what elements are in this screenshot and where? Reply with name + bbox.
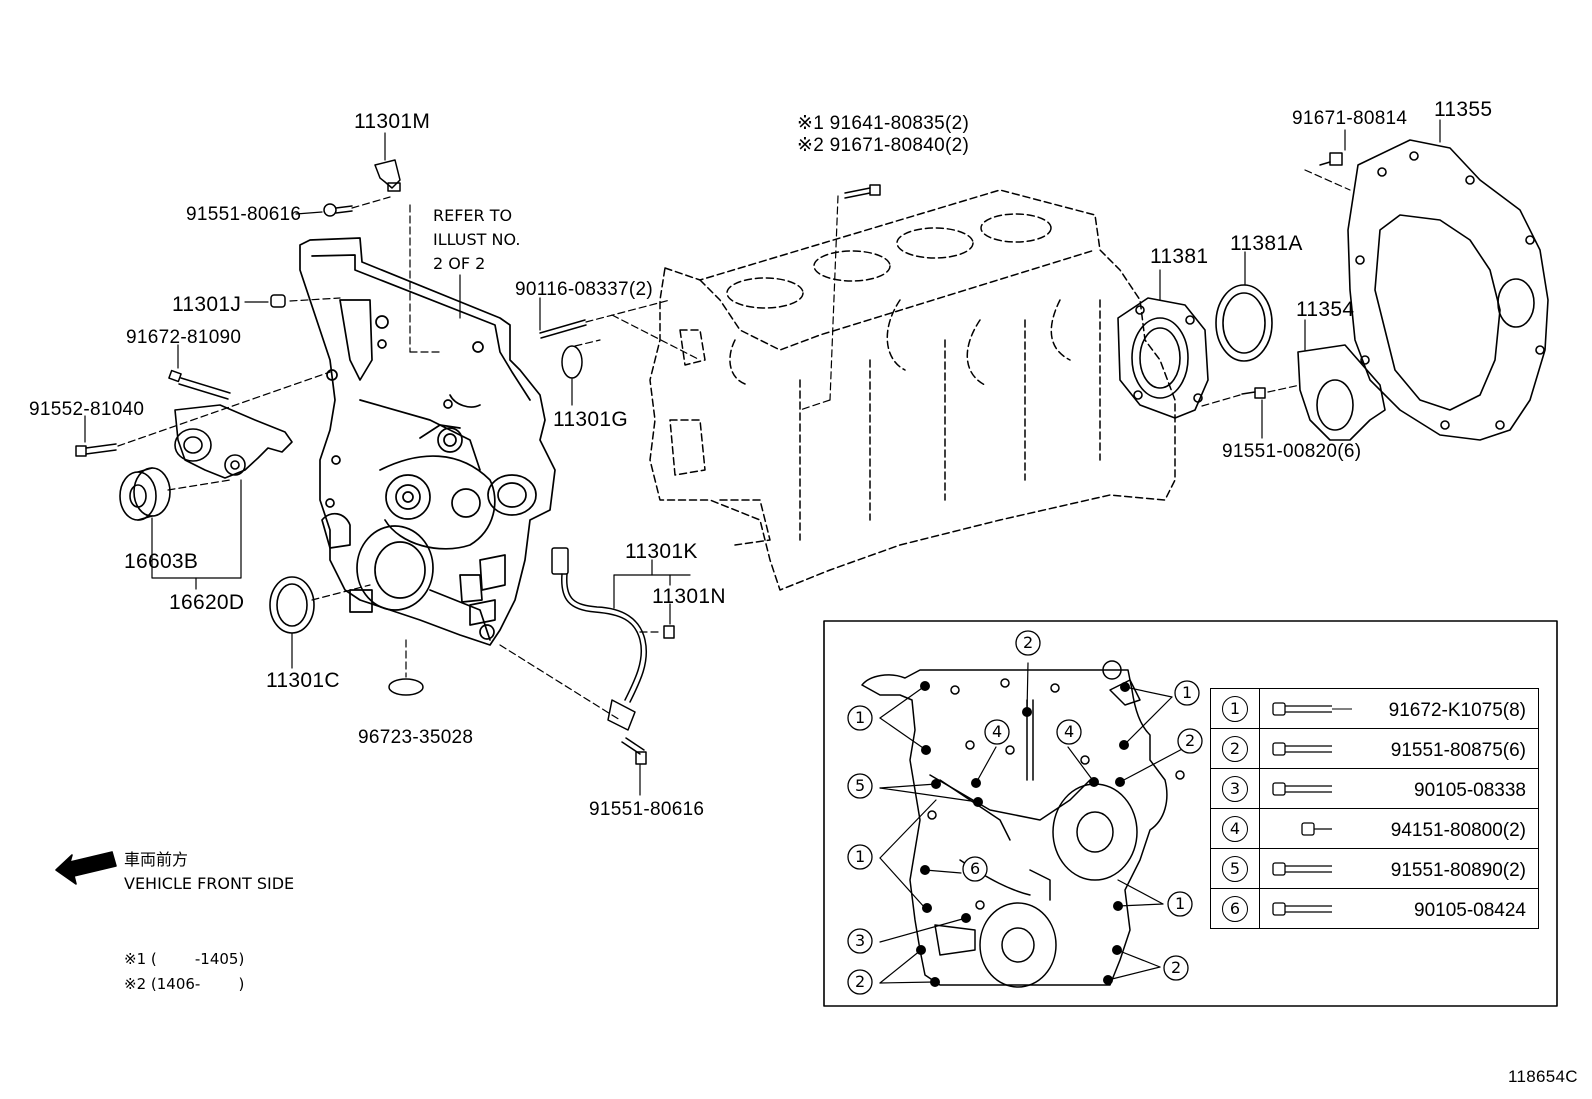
refer-note-line2: ILLUST NO. — [433, 230, 521, 249]
leader-lines — [84, 119, 1441, 796]
part-label-91551-00820[interactable]: 91551-00820(6) — [1222, 441, 1362, 462]
bolt-icon — [1272, 902, 1332, 916]
part-label-90116-08337[interactable]: 90116-08337(2) — [515, 279, 654, 300]
end-plate — [1347, 139, 1549, 441]
legend-part-number[interactable]: 90105-08338 — [1414, 780, 1526, 801]
legend-num: 6 — [1222, 895, 1248, 922]
callout-4-right: 4 — [1064, 722, 1075, 741]
part-label-11301K[interactable]: 11301K — [625, 540, 698, 563]
part-label-91551-80616-bottom[interactable]: 91551-80616 — [589, 799, 705, 820]
callout-1-topright: 1 — [1182, 683, 1193, 702]
part-label-91641-80835[interactable]: ※1 91641-80835(2) — [797, 113, 970, 134]
footnote-2: ※2 (1406- ) — [124, 975, 245, 993]
part-label-11354[interactable]: 11354 — [1296, 298, 1355, 321]
legend-num: 2 — [1222, 735, 1248, 762]
part-label-91671-80840[interactable]: ※2 91671-80840(2) — [797, 135, 970, 156]
callout-1-topleft: 1 — [855, 708, 866, 727]
callout-4-left: 4 — [992, 722, 1003, 741]
idler-pulley — [119, 467, 171, 521]
legend-row: 4 94151-80800(2) — [1210, 808, 1539, 849]
legend-part-number[interactable]: 91551-80890(2) — [1390, 860, 1526, 881]
callout-2-right: 2 — [1185, 731, 1196, 750]
idler-bracket — [174, 404, 293, 479]
detail-callout-lines — [879, 662, 1187, 984]
detail-bolt-dots — [916, 681, 1130, 987]
detail-callout-circles — [847, 630, 1203, 995]
legend-num: 5 — [1222, 855, 1248, 882]
sensor-harness — [551, 547, 648, 731]
front-oil-seal — [269, 576, 315, 634]
engine-block-phantom — [649, 189, 1176, 591]
legend-row: 3 90105-08338 — [1210, 768, 1539, 809]
part-label-11301J[interactable]: 11301J — [172, 293, 242, 316]
callout-1-midright: 1 — [1175, 894, 1186, 913]
legend-part-number[interactable]: 94151-80800(2) — [1390, 820, 1526, 841]
part-label-11355[interactable]: 11355 — [1434, 98, 1493, 121]
oil-strainer-plate — [1297, 344, 1386, 441]
legend-row: 6 90105-08424 — [1210, 888, 1539, 929]
assembly-lines — [117, 169, 1351, 721]
o-ring-bottom — [388, 678, 424, 696]
bolt-icon — [1272, 702, 1352, 716]
legend-num: 1 — [1222, 695, 1248, 722]
refer-note-line1: REFER TO — [433, 206, 513, 225]
part-label-91671-80814[interactable]: 91671-80814 — [1292, 108, 1408, 129]
part-label-16620D[interactable]: 16620D — [169, 591, 245, 614]
footnote-1: ※1 ( -1405) — [124, 950, 245, 968]
legend-num: 3 — [1222, 775, 1248, 802]
refer-note-line3: 2 OF 2 — [433, 254, 486, 273]
illustration-id: 118654C — [1508, 1067, 1578, 1086]
bolt-icon — [1272, 862, 1332, 876]
o-ring-11301G — [561, 345, 583, 379]
bolt-icon — [1272, 742, 1332, 756]
callout-2-bottomright: 2 — [1171, 958, 1182, 977]
part-label-11301C[interactable]: 11301C — [266, 669, 340, 692]
legend-part-number[interactable]: 91551-80875(6) — [1390, 740, 1526, 761]
callout-5: 5 — [855, 776, 866, 795]
legend-row: 5 91551-80890(2) — [1210, 848, 1539, 889]
part-label-96723-35028[interactable]: 96723-35028 — [358, 727, 474, 748]
small-hardware — [75, 152, 1343, 765]
part-label-11301N[interactable]: 11301N — [652, 585, 726, 608]
callout-1-midleft: 1 — [855, 847, 866, 866]
bolt-icon — [1272, 782, 1332, 796]
detail-box — [823, 620, 1558, 1007]
legend-row: 1 91672-K1075(8) — [1210, 688, 1539, 729]
front-arrow — [55, 851, 117, 885]
callout-2-bottomleft: 2 — [855, 972, 866, 991]
callout-6: 6 — [970, 859, 981, 878]
timing-cover — [299, 237, 556, 646]
part-label-91672-81090[interactable]: 91672-81090 — [126, 327, 242, 348]
vehicle-front-jp: 車両前方 — [124, 850, 189, 869]
nut-icon — [1301, 822, 1332, 836]
part-label-11301M[interactable]: 11301M — [354, 110, 431, 133]
part-label-11381A[interactable]: 11381A — [1230, 232, 1303, 255]
legend-num: 4 — [1222, 815, 1248, 842]
legend-part-number[interactable]: 90105-08424 — [1414, 900, 1526, 921]
bolt-legend-table: 1 91672-K1075(8) 2 91551-80875(6) 3 9010… — [1210, 688, 1539, 929]
legend-row: 2 91551-80875(6) — [1210, 728, 1539, 769]
part-label-16603B[interactable]: 16603B — [124, 550, 199, 573]
callout-3: 3 — [855, 931, 866, 950]
part-label-91552-81040[interactable]: 91552-81040 — [29, 399, 145, 420]
part-label-11381[interactable]: 11381 — [1150, 245, 1209, 268]
callout-2-top: 2 — [1023, 633, 1034, 652]
part-label-11301G[interactable]: 11301G — [553, 408, 628, 431]
rear-seal-retainer — [1117, 297, 1209, 419]
vehicle-front-en: VEHICLE FRONT SIDE — [124, 874, 295, 893]
part-label-91551-80616-top[interactable]: 91551-80616 — [186, 204, 302, 225]
rear-oil-seal — [1215, 284, 1273, 362]
legend-part-number[interactable]: 91672-K1075(8) — [1388, 700, 1526, 721]
